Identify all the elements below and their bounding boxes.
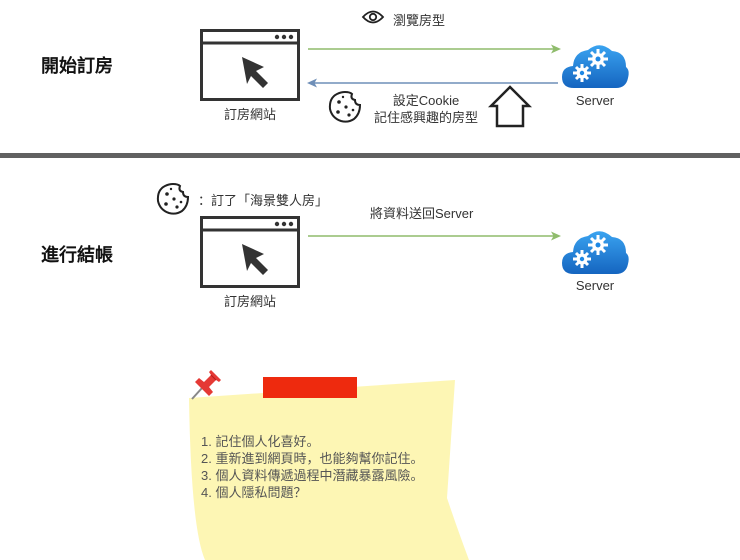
- server-label-checkout: Server: [575, 278, 615, 293]
- send-data-label: 將資料送回Server: [370, 206, 474, 221]
- set-cookie-line1: 設定Cookie: [392, 93, 460, 108]
- section-divider: [0, 153, 740, 158]
- section-title-checkout: 進行結帳: [41, 245, 113, 265]
- booking-site-label: 訂房網站: [223, 107, 276, 122]
- request-arrow: [308, 44, 561, 54]
- eye-icon: [361, 10, 385, 24]
- set-cookie-label: 設定Cookie 記住感興趣的房型: [362, 92, 490, 126]
- cloud-gears-icon-checkout: [562, 231, 629, 274]
- cookie-icon-checkout: [156, 182, 190, 215]
- send-data-arrow: [308, 231, 561, 241]
- house-icon: [487, 85, 533, 128]
- note-list: 1. 記住個人化喜好。 2. 重新進到網頁時，也能夠幫你記住。 3. 個人資料傳…: [201, 433, 423, 501]
- cookie-icon: [328, 90, 362, 123]
- sticky-note: [189, 380, 469, 560]
- server-label-top: Server: [575, 93, 615, 108]
- browser-window-icon: [200, 29, 300, 101]
- tape-strip: [263, 377, 357, 398]
- browser-window-icon-checkout: [200, 216, 300, 288]
- set-cookie-line2: 記住感興趣的房型: [373, 110, 478, 125]
- booking-site-label-checkout: 訂房網站: [223, 294, 276, 309]
- cloud-gears-icon: [562, 45, 629, 88]
- note-item: 4. 個人隱私問題？: [201, 485, 307, 500]
- note-item: 3. 個人資料傳遞過程中潛藏暴露風險。: [201, 468, 424, 483]
- note-item: 1. 記住個人化喜好。: [201, 434, 320, 449]
- note-item: 2. 重新進到網頁時，也能夠幫你記住。: [201, 451, 424, 466]
- pushpin-icon: [191, 370, 221, 400]
- browse-rooms-label: 瀏覽房型: [393, 13, 446, 28]
- section-title-start-booking: 開始訂房: [41, 56, 113, 76]
- response-arrow: [307, 78, 558, 88]
- cookie-order-text: ：訂了「海景雙人房」: [198, 193, 329, 208]
